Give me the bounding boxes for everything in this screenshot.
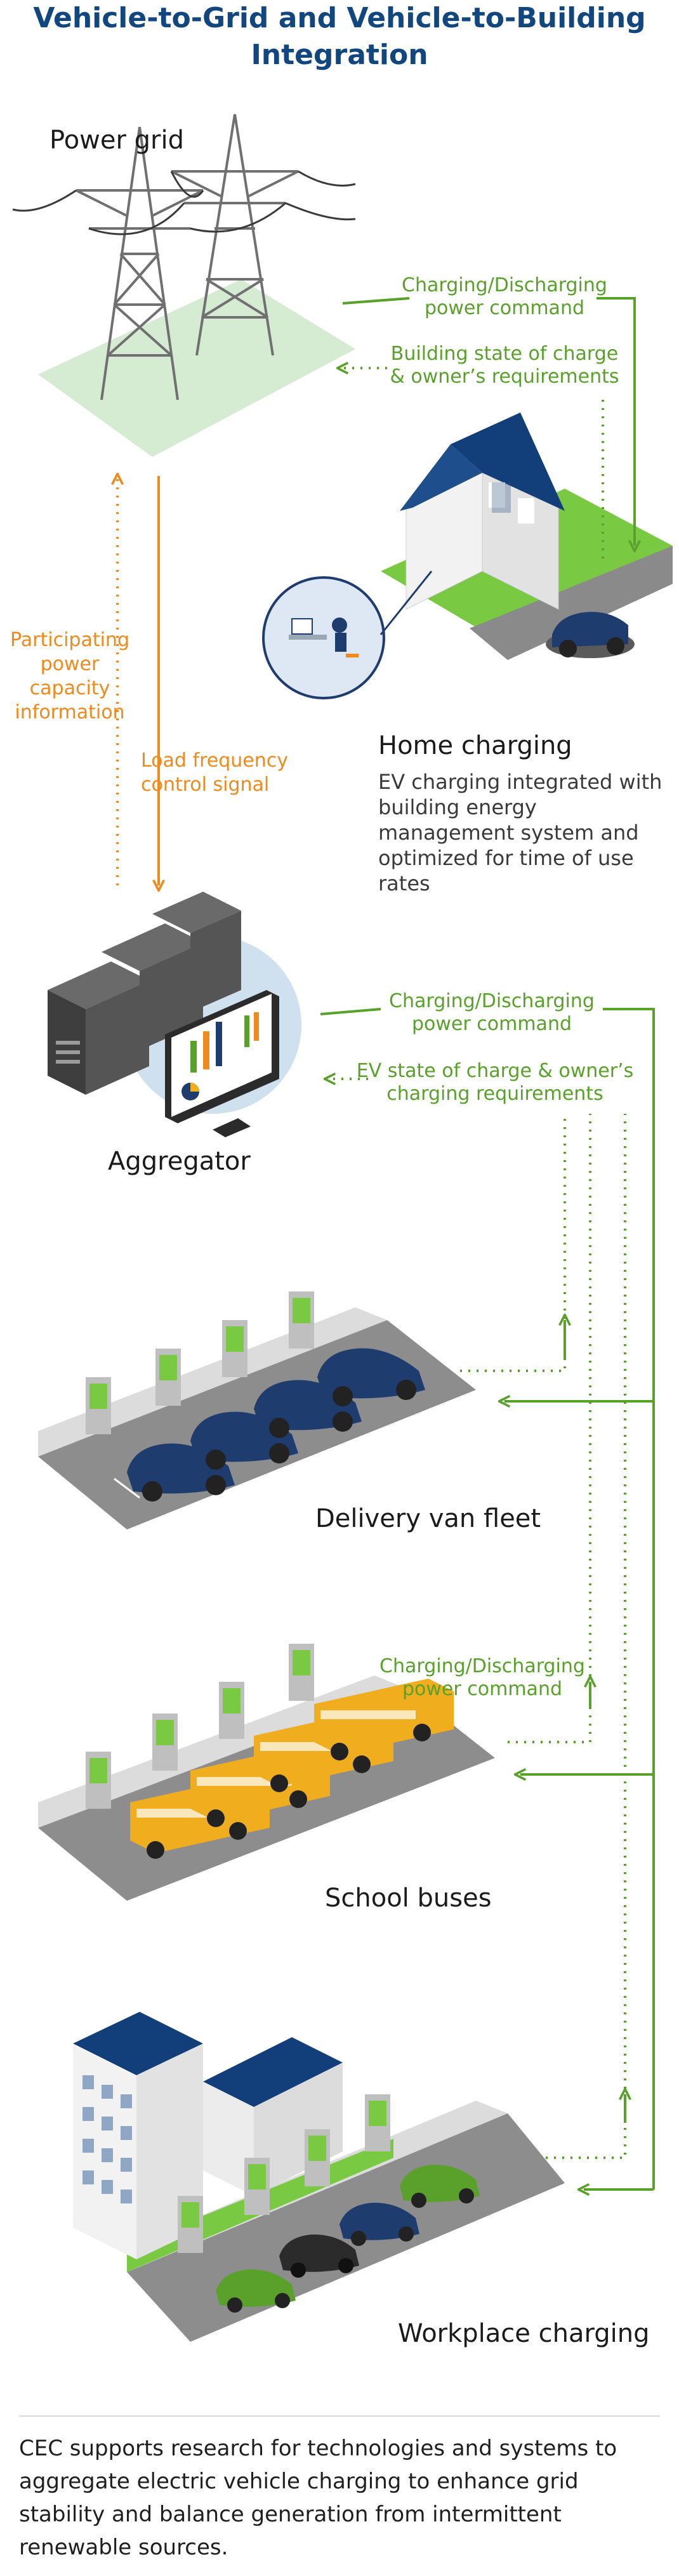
buses — [130, 1679, 454, 1859]
label-fleets-state: EV state of charge & owner’s charging re… — [356, 1060, 634, 1105]
workplace-illustration — [73, 2012, 565, 2342]
power-grid-illustration — [12, 114, 356, 457]
footer-divider — [19, 2415, 660, 2417]
label-load-frequency: Load frequency control signal — [141, 750, 288, 796]
label-home-description: EV charging integrated with building ene… — [378, 770, 663, 895]
van-chargers — [86, 1291, 314, 1434]
label-delivery-van-fleet: Delivery van fleet — [315, 1504, 541, 1533]
label-school-buses: School buses — [325, 1884, 492, 1913]
page-title: Vehicle-to-Grid and Vehicle-to-Building … — [33, 2, 646, 71]
arrow-aggregator-command — [320, 1008, 381, 1015]
label-aggregator-command: Charging/Discharging power command — [389, 990, 595, 1035]
label-home-to-grid-state: Building state of charge & owner’s requi… — [390, 343, 619, 388]
label-workplace-charging: Workplace charging — [398, 2319, 650, 2348]
bus-chargers — [86, 1644, 314, 1809]
label-school-bus-command: Charging/Discharging power command — [379, 1655, 585, 1700]
label-power-grid: Power grid — [49, 126, 184, 155]
workplace-cars — [216, 2164, 480, 2313]
label-aggregator: Aggregator — [108, 1147, 251, 1176]
aggregator-illustration — [48, 892, 301, 1137]
vans — [127, 1348, 425, 1502]
delivery-van-illustration — [38, 1291, 476, 1529]
arrow-grid-to-home — [342, 297, 410, 305]
footer-text: CEC supports research for technologies a… — [19, 2436, 617, 2560]
label-home-charging: Home charging — [378, 731, 572, 760]
home-illustration — [262, 413, 673, 699]
workplace-chargers — [178, 2094, 390, 2253]
flow-arrows — [117, 297, 655, 2190]
label-participating-capacity: Participating power capacity information — [10, 629, 129, 723]
school-bus-illustration — [38, 1644, 495, 1901]
label-grid-to-home-command: Charging/Discharging power command — [402, 274, 607, 319]
